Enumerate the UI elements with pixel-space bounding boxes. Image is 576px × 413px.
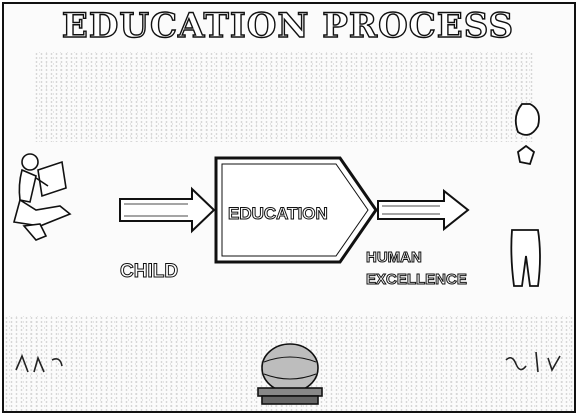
- texture-top: [34, 52, 534, 142]
- output-label-line1: HUMAN: [366, 249, 423, 266]
- process-label: EDUCATION: [228, 204, 329, 223]
- education-process-shape: [214, 156, 378, 264]
- reading-child-icon: [12, 153, 72, 241]
- output-label-line2: EXCELLENCE: [366, 271, 468, 288]
- page-title: EDUCATION PROCESS: [61, 5, 515, 46]
- output-arrow: [377, 188, 470, 232]
- sculpture-figure-icon: [510, 103, 541, 287]
- input-label: CHILD: [119, 261, 179, 282]
- input-arrow: [119, 186, 216, 234]
- globe-on-books-icon: [257, 343, 323, 405]
- decorative-scribble: [15, 351, 561, 373]
